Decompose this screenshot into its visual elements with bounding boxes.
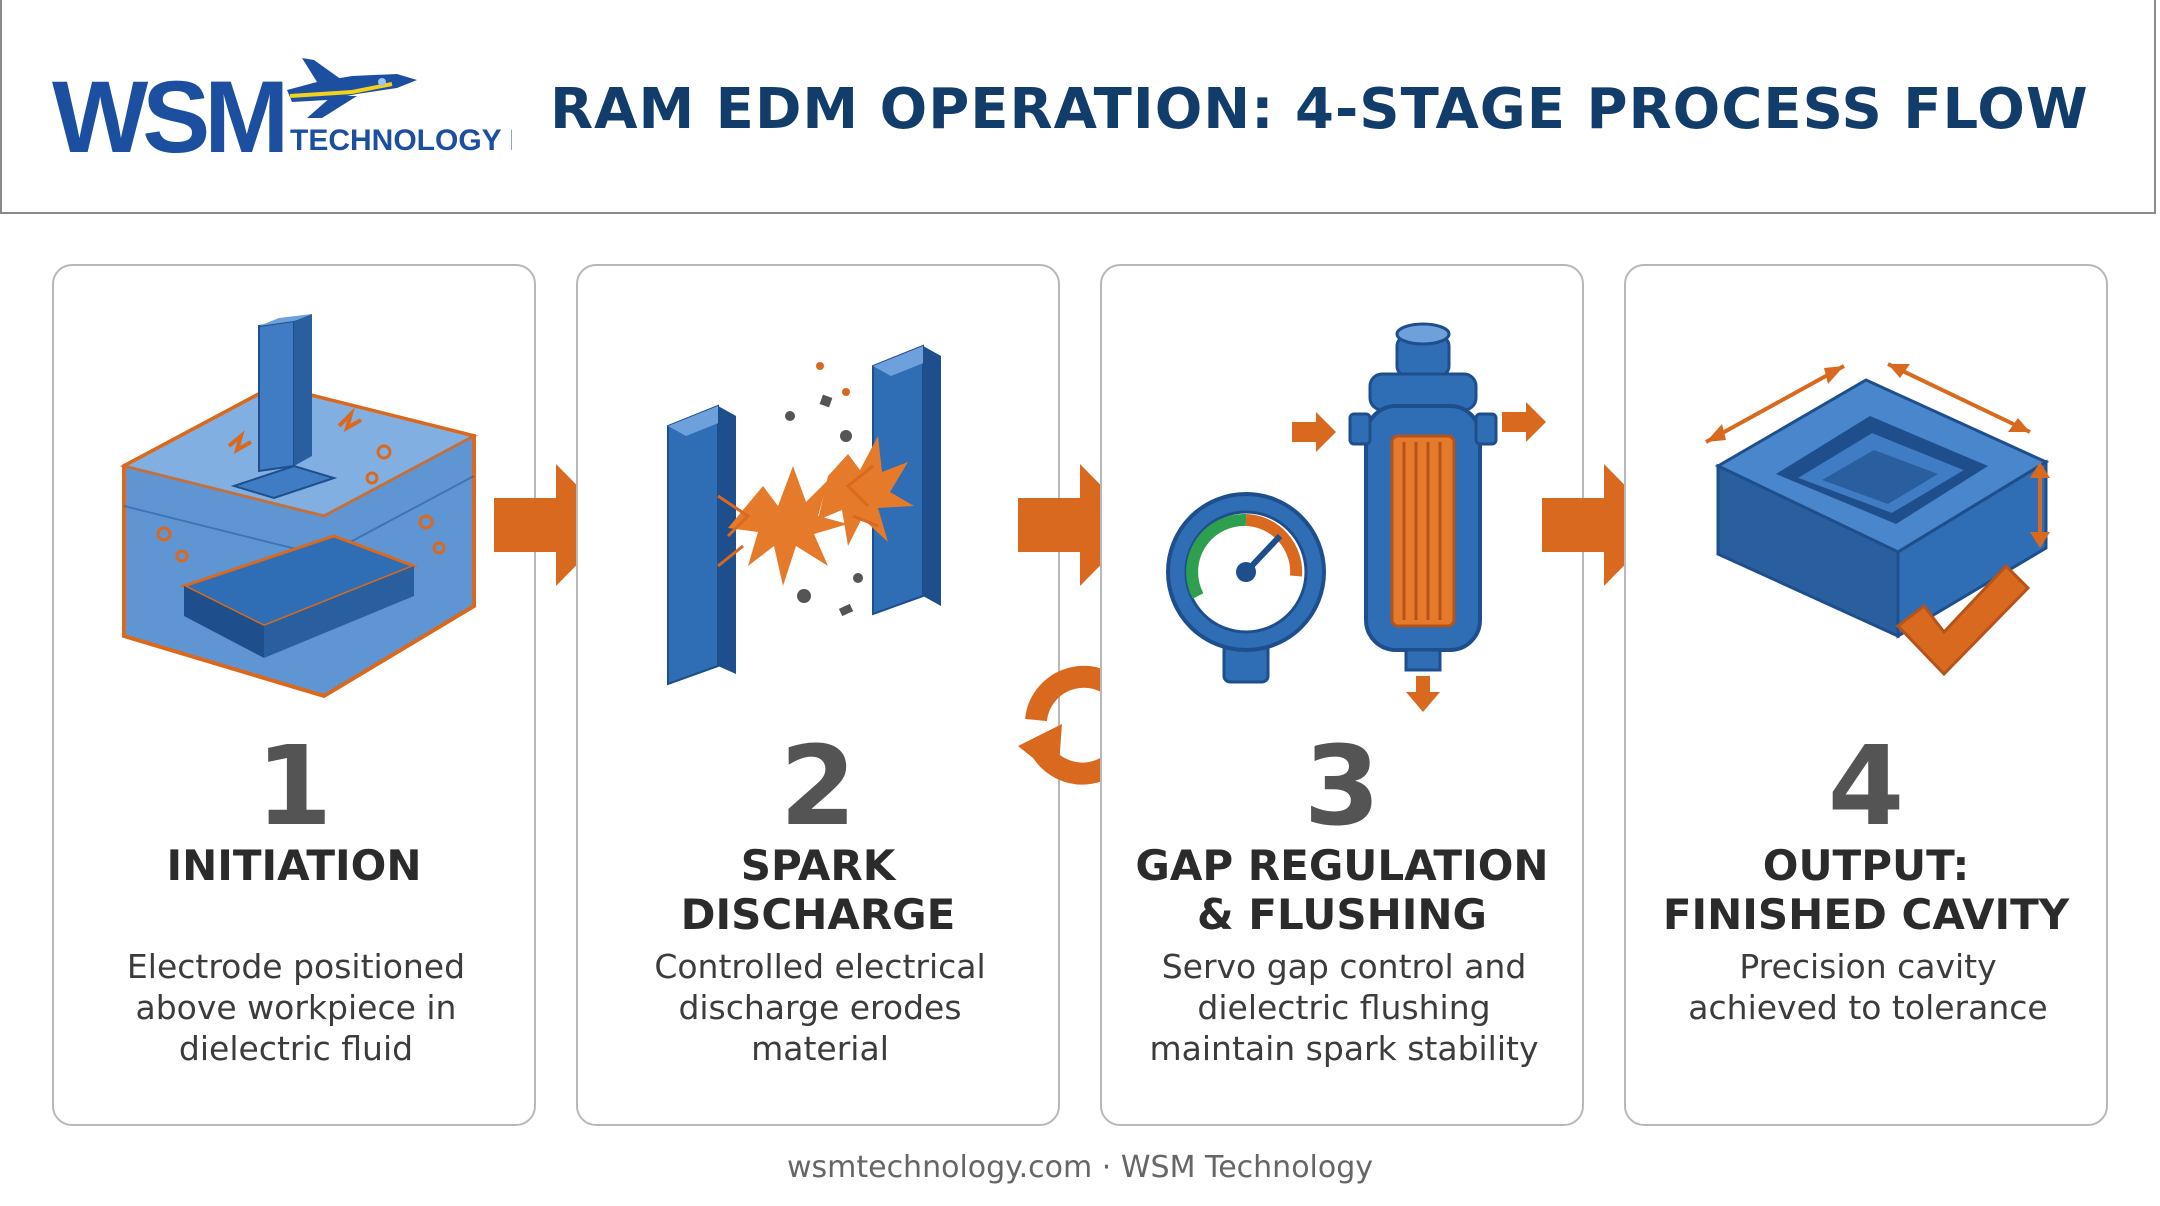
footer-credit: wsmtechnology.com · WSM Technology: [786, 1150, 1374, 1185]
stage-number: 4: [1827, 722, 1905, 850]
stage-card-2: 2 SPARK DISCHARGE Controlled electrical …: [576, 264, 1060, 1126]
stage-card-3: 3 GAP REGULATION & FLUSHING Servo gap co…: [1100, 264, 1584, 1126]
spark-discharge-icon: [667, 344, 941, 686]
electrode-tank-icon: [119, 314, 479, 699]
stage-number: 3: [1303, 722, 1381, 850]
page-title: RAM EDM OPERATION: 4-STAGE PROCESS FLOW: [550, 77, 2089, 142]
stage-description: Precision cavity achieved to tolerance: [1688, 947, 2048, 1027]
stage-title: OUTPUT: FINISHED CAVITY: [1662, 841, 2070, 939]
stage-card-1: 1 INITIATION Electrode positioned above …: [52, 264, 536, 1126]
stage-title: SPARK DISCHARGE: [680, 841, 956, 939]
gauge-filter-icon: [1166, 322, 1546, 712]
logo-mark: WSM: [52, 60, 283, 172]
pressure-gauge-icon: [1166, 492, 1326, 684]
stage-description: Servo gap control and dielectric flushin…: [1149, 947, 1539, 1068]
stage-card-4: 4 OUTPUT: FINISHED CAVITY Precision cavi…: [1624, 264, 2108, 1126]
header-bar: WSM TECHNOLOGY INC. RAM EDM OPERATION: 4…: [0, 0, 2156, 214]
finished-cavity-icon: [1705, 362, 2050, 677]
stage-title: INITIATION: [166, 841, 422, 890]
stage-number: 2: [779, 722, 857, 850]
stage-number: 1: [255, 722, 333, 850]
company-logo: WSM TECHNOLOGY INC.: [52, 58, 512, 172]
logo-subtitle: TECHNOLOGY INC.: [290, 124, 512, 157]
stage-title: GAP REGULATION & FLUSHING: [1135, 841, 1549, 939]
fighter-jet-icon: [287, 58, 417, 118]
stage-description: Electrode positioned above workpiece in …: [126, 947, 466, 1068]
filter-housing-icon: [1348, 322, 1498, 672]
stage-description: Controlled electrical discharge erodes m…: [654, 947, 986, 1068]
